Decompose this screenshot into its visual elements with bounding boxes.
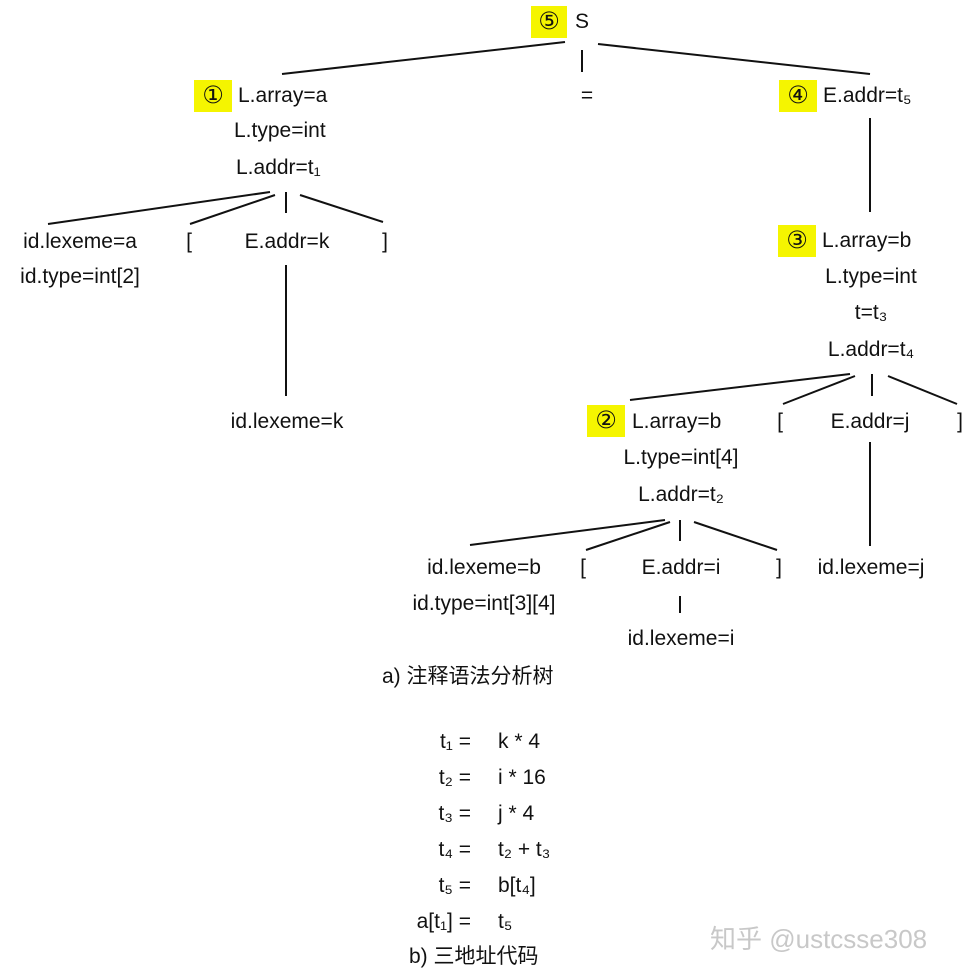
id-b-lexeme: id.lexeme=b [427,556,541,579]
edge-la-lb [189,194,276,225]
tac-lhs: t₄ = [438,838,471,861]
node-l2-array: L.array=b [632,410,722,433]
watermark: 知乎 @ustcsse308 [710,924,928,954]
node-l-b-type: L.type=int [825,265,917,288]
edge-la-rb [299,194,384,223]
id-k-lexeme: id.lexeme=k [230,410,344,433]
step-marker-3: ③ [778,225,816,257]
node-l2-type: L.type=int[4] [623,446,739,469]
root-label: S [575,10,590,33]
caption-parse-tree: a) 注释语法分析树 [382,665,554,688]
expr-k: E.addr=k [244,230,330,253]
edge-l2-lb [585,521,671,551]
node-l-a-addr: L.addr=t₁ [236,156,321,179]
equals-sign: = [580,84,594,107]
bracket-close-a: ] [382,230,388,253]
bracket-close-b: ] [957,410,963,433]
step-marker-4: ④ [779,80,817,112]
caption-three-address-code: b) 三地址代码 [409,945,539,968]
tac-rhs: i * 16 [498,766,546,789]
bracket-open-b: [ [777,410,783,433]
tac-rhs: k * 4 [498,730,541,753]
id-i-lexeme: id.lexeme=i [627,627,735,650]
step-marker-5: ⑤ [531,6,567,38]
edge-la-id [47,191,271,225]
id-j-lexeme: id.lexeme=j [817,556,925,579]
id-a-lexeme: id.lexeme=a [23,230,137,253]
node-l-b-addr: L.addr=t₄ [827,338,915,361]
tac-rhs: b[t₄] [498,874,536,897]
node-l-b-array: L.array=b [822,229,912,252]
tac-rhs: t₅ [498,910,513,933]
step-marker-2: ② [587,405,625,437]
edge-lb-lb [782,375,856,405]
node-e-t5: E.addr=t₅ [823,84,912,107]
node-l-a-array: L.array=a [238,84,328,107]
tac-rhs: t₂ + t₃ [498,838,551,861]
id-a-type: id.type=int[2] [20,265,140,288]
edge-lb-l2 [629,373,851,401]
bracket-open-a: [ [186,230,192,253]
expr-i: E.addr=i [641,556,721,579]
step-marker-1: ① [194,80,232,112]
edge-s-l [281,41,566,75]
tac-lhs: t₃ = [438,802,471,825]
edge-lb-rb [887,375,958,405]
tac-rhs: j * 4 [498,802,535,825]
tac-lhs: t₅ = [438,874,471,897]
node-l-b-t: t=t₃ [854,301,888,324]
tac-lhs: t₁ = [439,730,471,753]
expr-j: E.addr=j [830,410,910,433]
tac-lhs: t₂ = [438,766,471,789]
edge-s-e [597,43,871,75]
edge-l2-rb [693,521,778,551]
edge-l2-id [469,519,666,546]
node-l-a-type: L.type=int [234,119,326,142]
bracket-close-c: ] [776,556,782,579]
id-b-type: id.type=int[3][4] [412,592,556,615]
tac-lhs: a[t₁] = [416,910,471,933]
node-l2-addr: L.addr=t₂ [638,483,724,506]
bracket-open-c: [ [580,556,586,579]
